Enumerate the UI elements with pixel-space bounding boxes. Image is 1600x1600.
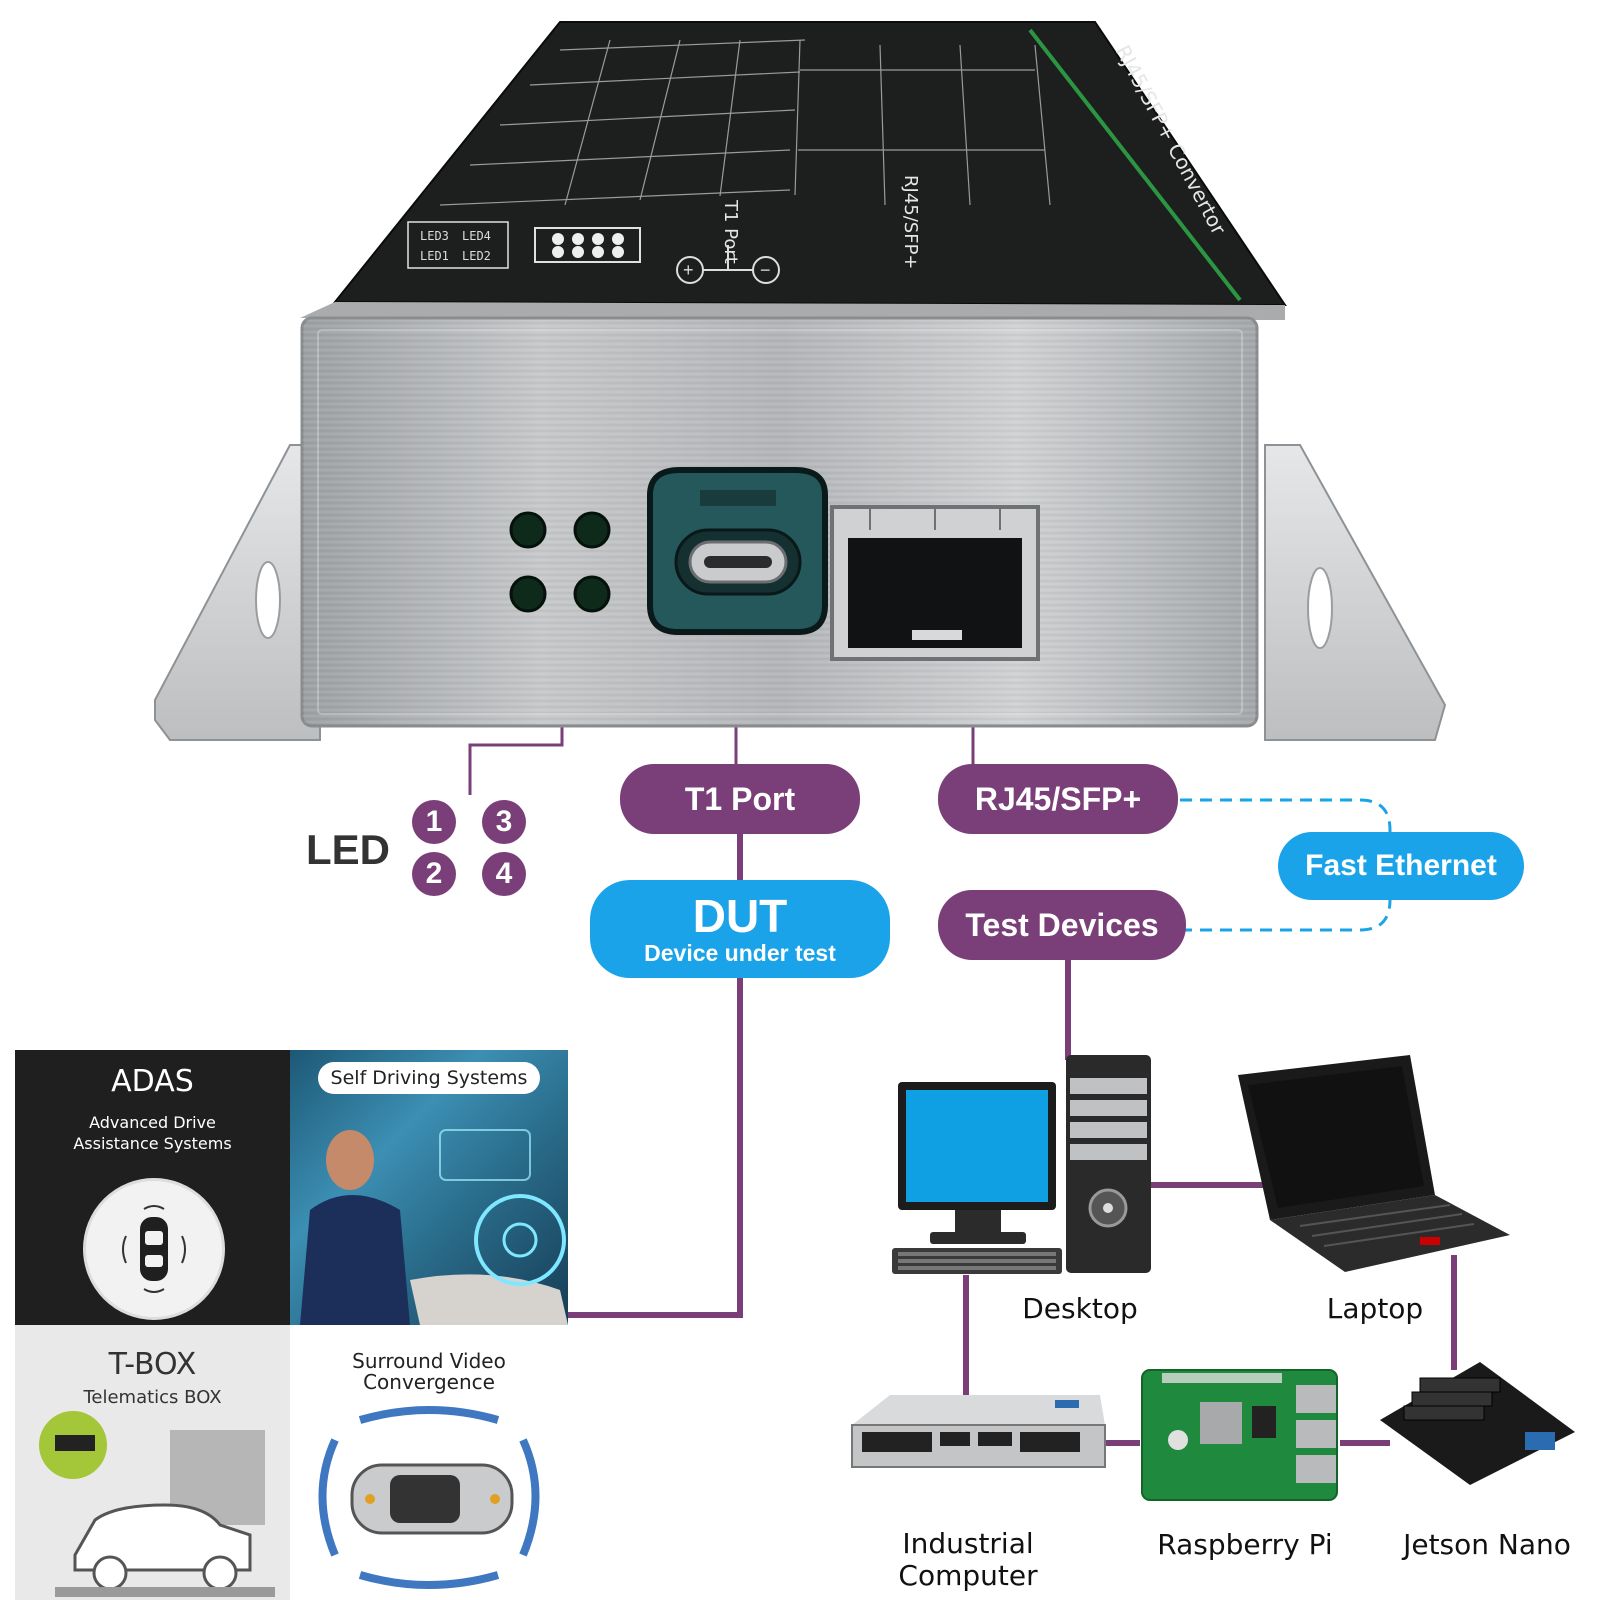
surround-panel: Surround Video Convergence (290, 1325, 568, 1600)
front-led-2 (509, 575, 547, 613)
dut-subtitle: Device under test (644, 940, 836, 966)
adas-panel: ADAS Advanced Drive Assistance Systems (15, 1050, 290, 1325)
right-flange (1264, 444, 1447, 741)
top-led-mark-4: LED4 (462, 229, 491, 243)
adas-subtitle: Advanced Drive Assistance Systems (73, 1113, 232, 1153)
svg-text:−: − (760, 260, 771, 280)
surround-car-icon (318, 1406, 540, 1589)
top-led-mark-1: LED1 (420, 249, 449, 263)
tbox-subtitle: Telematics BOX (83, 1387, 222, 1408)
top-panel-rim (300, 302, 1285, 320)
dut-pill: DUT Device under test (590, 880, 890, 978)
svg-text:+: + (683, 260, 694, 280)
top-led-legend (407, 221, 509, 269)
fast-ethernet-dash-top (1180, 798, 1392, 838)
led-number-1: 1 (412, 800, 456, 844)
top-led-box (534, 227, 641, 263)
self-driving-panel: Self Driving Systems (290, 1050, 568, 1325)
jetson-nano-icon (1380, 1362, 1575, 1485)
test-devices-pill: Test Devices (938, 890, 1186, 960)
adas-car-icon (83, 1178, 225, 1320)
dut-title: DUT (692, 890, 788, 942)
converter-device: LED3 LED4 LED1 LED2 T1 Port + − RJ45/SFP… (154, 21, 1447, 741)
t1-port-pill: T1 Port (620, 764, 860, 834)
led-label: LED (306, 826, 390, 873)
led-number-2: 2 (412, 852, 456, 896)
desktop-tower-icon (1066, 1055, 1151, 1273)
fast-ethernet-pill: Fast Ethernet (1278, 832, 1524, 900)
top-t1-mark: T1 Port (720, 199, 741, 264)
top-green-stripe (1028, 28, 1242, 302)
top-led-mark-2: LED2 (462, 249, 491, 263)
front-led-4 (573, 575, 611, 613)
laptop-icon (1238, 1055, 1510, 1272)
front-led-1 (509, 511, 547, 549)
led-number-3: 3 (482, 800, 526, 844)
jetson-nano-label: Jetson Nano (1403, 1528, 1571, 1561)
tbox-panel: T-BOX Telematics BOX (15, 1325, 290, 1600)
top-sfp-mark: RJ45/SFP+ (900, 175, 921, 270)
monitor-icon (892, 1082, 1062, 1274)
left-flange-slot (255, 561, 281, 639)
surround-label: Surround Video Convergence (352, 1349, 506, 1394)
laptop-label: Laptop (1326, 1292, 1424, 1325)
fast-ethernet-label: Fast Ethernet (1305, 849, 1497, 882)
left-flange (154, 444, 321, 741)
self-driving-label: Self Driving Systems (318, 1062, 540, 1094)
fast-ethernet-dash-bottom (1180, 895, 1392, 932)
industrial-computer-label: Industrial Computer (898, 1527, 1038, 1592)
rj45-sfp-pill: RJ45/SFP+ (938, 764, 1178, 834)
raspberry-pi-label: Raspberry Pi (1157, 1528, 1333, 1561)
tbox-title: T-BOX (108, 1347, 197, 1382)
tbox-car-icon (39, 1411, 275, 1597)
right-flange-slot (1307, 567, 1333, 649)
dut-to-panel-line (568, 970, 743, 1318)
raspberry-pi-icon (1141, 1369, 1338, 1501)
top-led-mark-3: LED3 (420, 229, 449, 243)
led-number-4: 4 (482, 852, 526, 896)
industrial-computer-icon (851, 1395, 1106, 1468)
adas-title: ADAS (111, 1064, 194, 1099)
desktop-label: Desktop (1022, 1292, 1138, 1325)
front-led-3 (573, 511, 611, 549)
